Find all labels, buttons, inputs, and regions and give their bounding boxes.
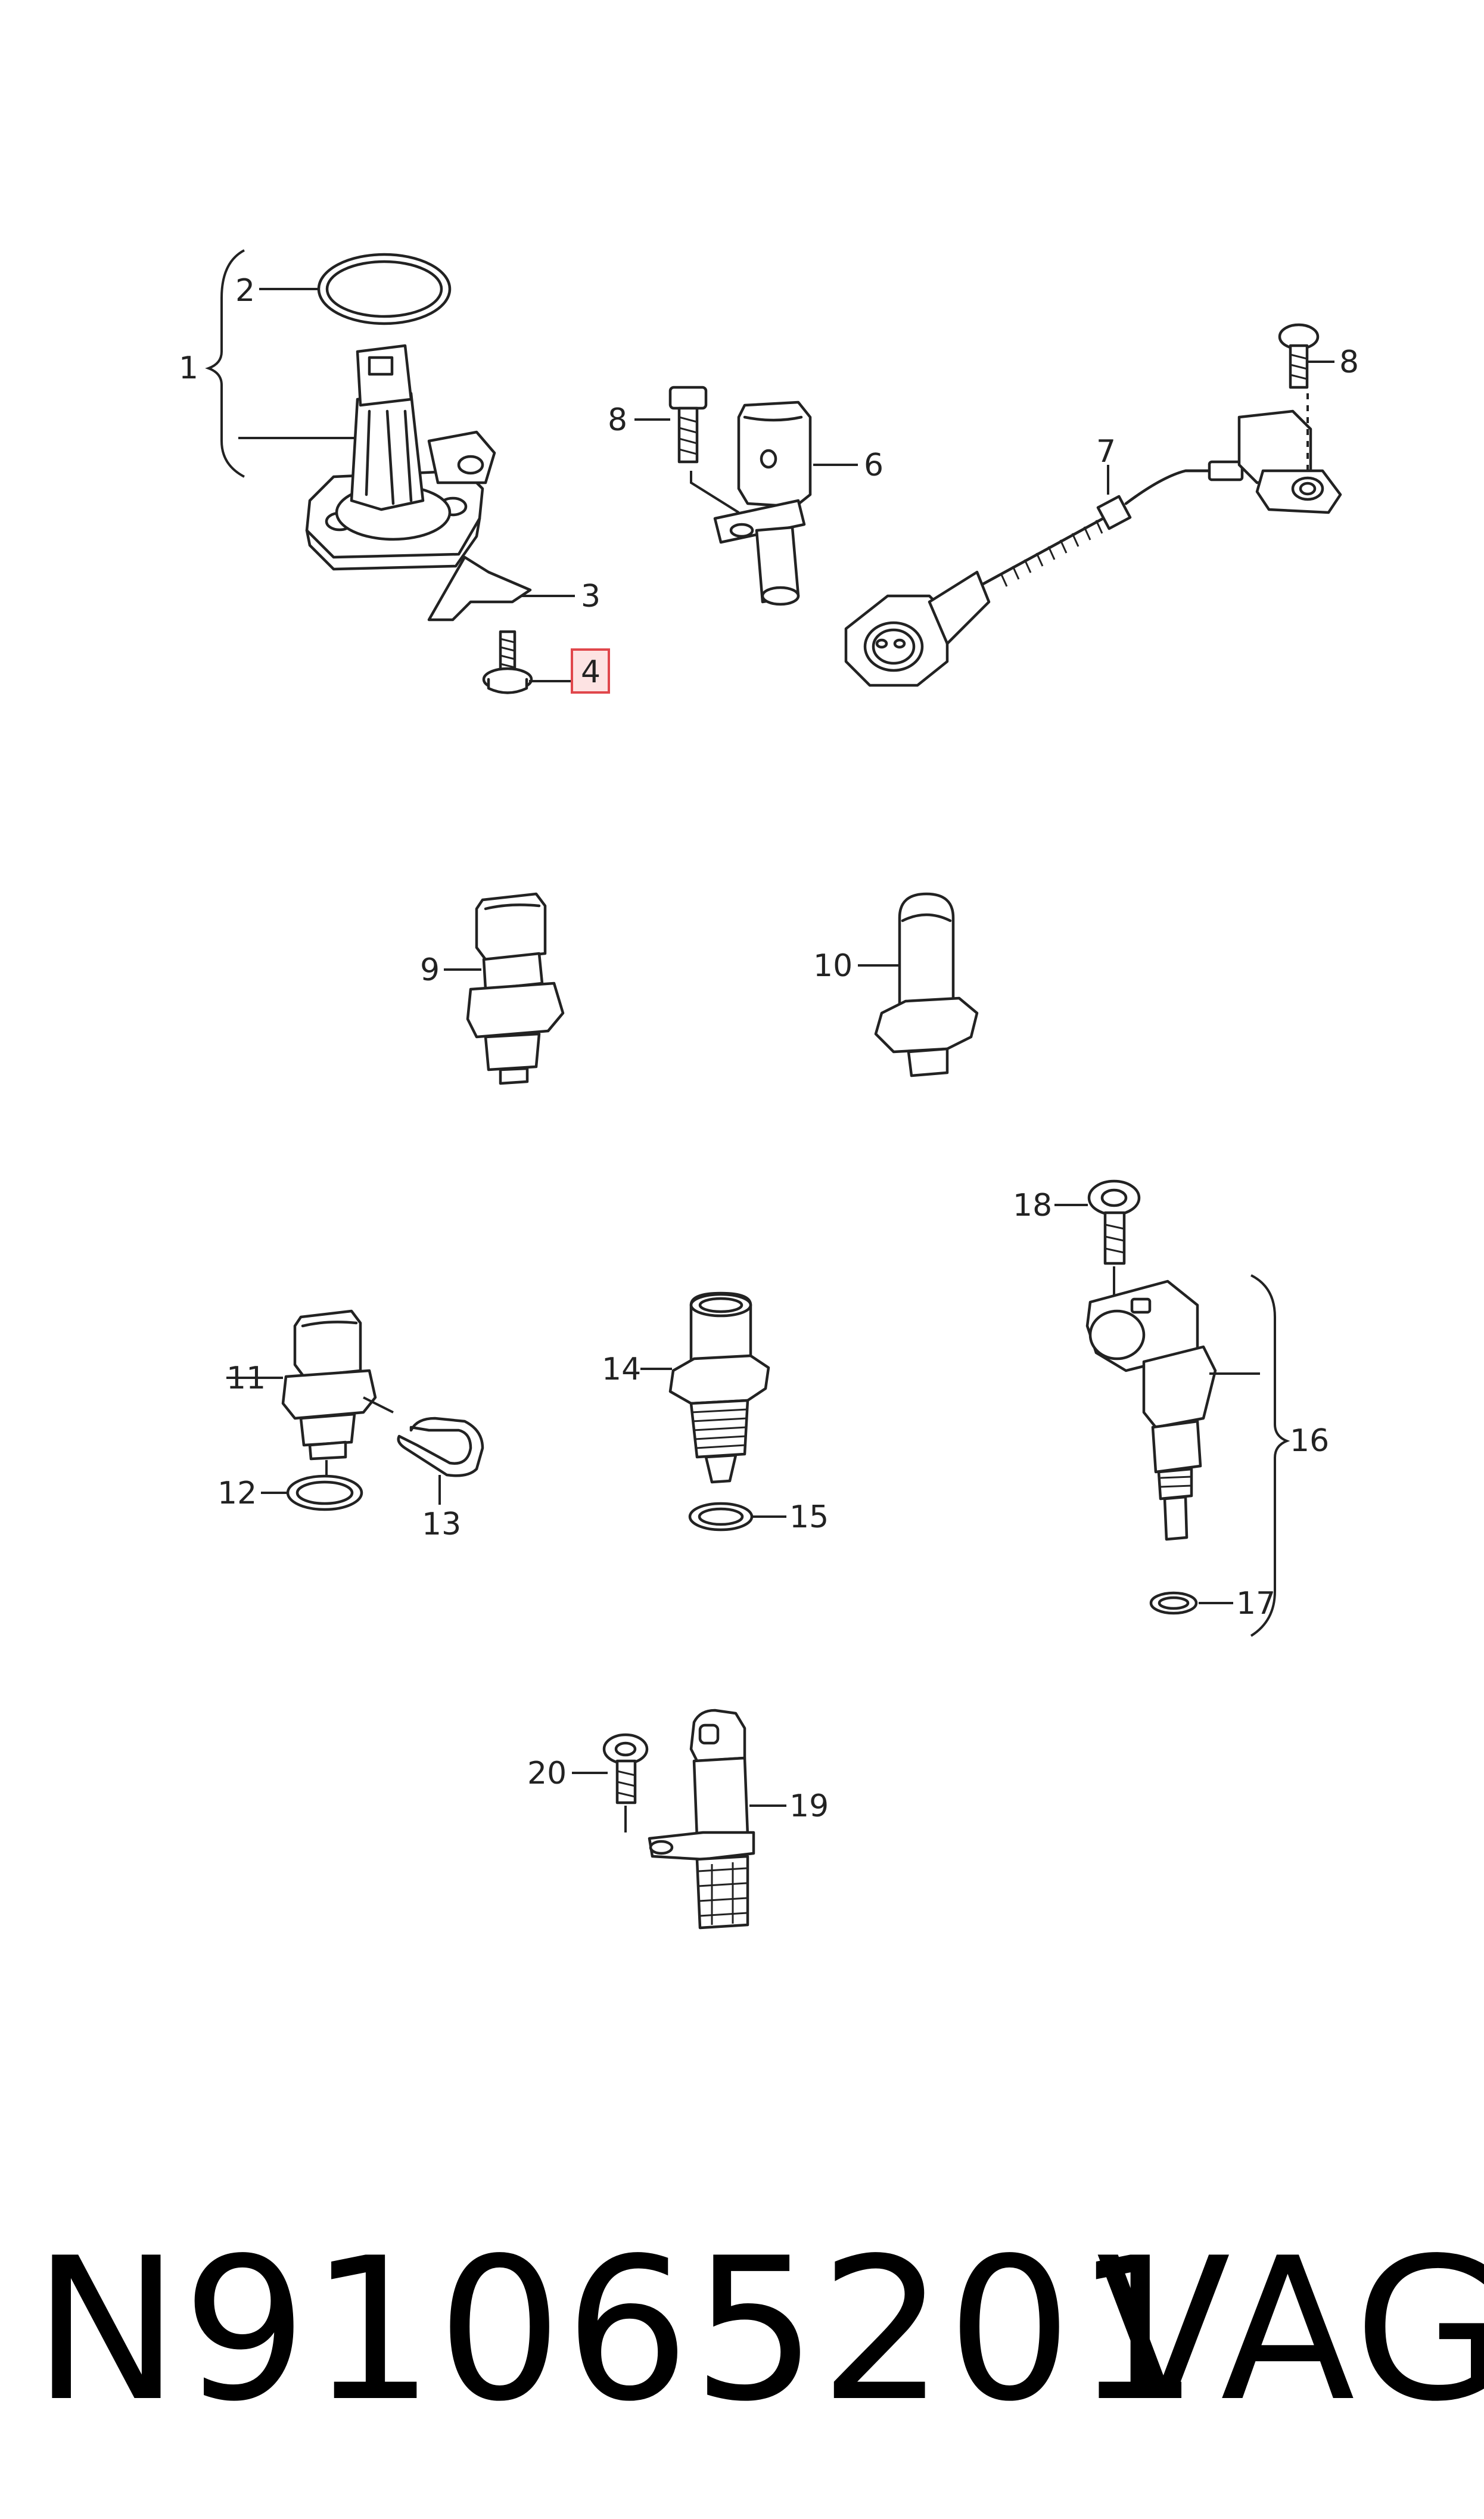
- callout-11: 11: [226, 1361, 266, 1396]
- callout-17: 17: [1236, 1586, 1275, 1622]
- callout-16: 16: [1290, 1423, 1329, 1459]
- callout-1: 1: [179, 350, 198, 386]
- part-oil-level-sensor[interactable]: [205, 249, 575, 694]
- callout-10: 10: [813, 948, 853, 984]
- brand-text: VAG: [1096, 2216, 1484, 2445]
- part-speed-sensor[interactable]: [634, 386, 858, 606]
- part-temperature-sensor[interactable]: [444, 892, 565, 1085]
- callout-9: 9: [420, 952, 440, 988]
- callout-18: 18: [1013, 1188, 1052, 1223]
- callout-6: 6: [864, 448, 883, 483]
- part-coolant-sensor[interactable]: [226, 1309, 484, 1511]
- callout-20: 20: [527, 1756, 567, 1791]
- callout-2: 2: [235, 273, 255, 309]
- part-number-text: N91065201: [33, 2216, 1202, 2445]
- callout-12: 12: [217, 1476, 257, 1511]
- part-sensor-16[interactable]: [1054, 1179, 1290, 1637]
- callout-4: 4: [581, 654, 601, 690]
- part-sensor-with-harness[interactable]: [844, 323, 1342, 687]
- callout-15: 15: [789, 1499, 829, 1535]
- callout-7: 7: [1096, 434, 1116, 470]
- callout-3: 3: [581, 579, 601, 614]
- callout-13: 13: [422, 1507, 461, 1542]
- callout-8b: 8: [1339, 344, 1359, 380]
- callout-4-highlighted[interactable]: 4: [571, 648, 610, 694]
- callout-19: 19: [789, 1788, 829, 1824]
- callout-8a: 8: [608, 402, 627, 438]
- callout-14: 14: [602, 1352, 641, 1387]
- part-sensor-14[interactable]: [640, 1291, 786, 1532]
- part-solenoid-valve[interactable]: [572, 1709, 786, 1930]
- part-pressure-switch[interactable]: [858, 892, 979, 1077]
